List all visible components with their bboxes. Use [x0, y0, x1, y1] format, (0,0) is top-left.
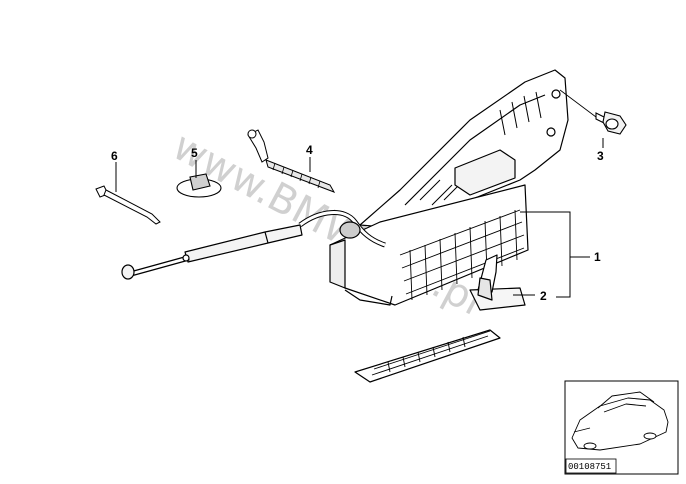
vehicle-inset: 00108751 [564, 380, 679, 475]
callout-6: 6 [111, 149, 118, 163]
clip-part [176, 173, 222, 198]
cable-tie-part [95, 185, 161, 225]
diagram-code: 00108751 [568, 462, 611, 472]
cable-strap-part [247, 129, 336, 193]
shift-housing-part [329, 69, 569, 306]
cable-rod-assembly [121, 210, 386, 280]
callout-1: 1 [594, 250, 601, 264]
cover-plate-part [354, 254, 526, 383]
callout-3: 3 [597, 149, 604, 163]
callout-4: 4 [306, 143, 313, 157]
callout-2: 2 [540, 289, 547, 303]
bolt-part [595, 111, 627, 135]
leader-lines [115, 89, 604, 298]
car-silhouette-icon [571, 391, 669, 451]
callout-5: 5 [191, 146, 198, 160]
